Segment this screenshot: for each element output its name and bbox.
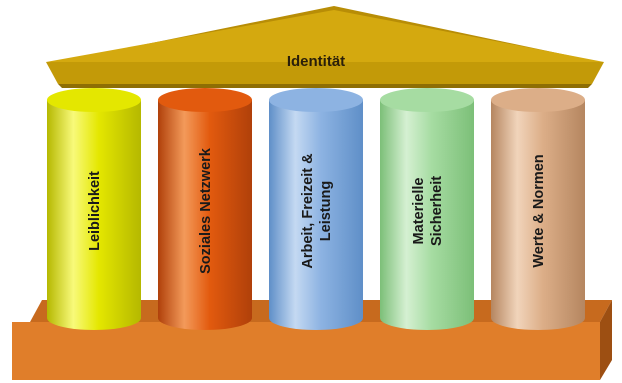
pillar-body bbox=[47, 100, 141, 330]
pillar-label: Arbeit, Freizeit &Leistung bbox=[300, 153, 334, 269]
pillar-body bbox=[158, 100, 252, 330]
roof: Identität bbox=[46, 6, 604, 88]
roof-label: Identität bbox=[287, 53, 345, 70]
pillar-top bbox=[47, 88, 141, 112]
foundation-front-face bbox=[12, 322, 600, 380]
pillar-5: Werte & Normen bbox=[491, 88, 585, 330]
foundation-side-face bbox=[600, 300, 612, 380]
pillar-label-line: Soziales Netzwerk bbox=[198, 147, 214, 274]
pillar-top bbox=[158, 88, 252, 112]
pillar-top bbox=[491, 88, 585, 112]
pillar-label-line: Leiblichkeit bbox=[87, 171, 103, 251]
pillar-label-line: Leistung bbox=[318, 181, 334, 241]
roof-beam-shadow bbox=[58, 84, 592, 88]
pillar-1: Leiblichkeit bbox=[47, 88, 141, 330]
roof-top-face bbox=[46, 10, 604, 62]
pillar-top bbox=[269, 88, 363, 112]
pillar-top bbox=[380, 88, 474, 112]
pillar-2: Soziales Netzwerk bbox=[158, 88, 252, 330]
pillar-label-line: Sicherheit bbox=[429, 176, 445, 246]
pillar-body bbox=[491, 100, 585, 330]
pillar-label-line: Materielle bbox=[411, 178, 427, 245]
pillar-body bbox=[380, 100, 474, 330]
pillar-3: Arbeit, Freizeit &Leistung bbox=[269, 88, 363, 330]
pillar-label-line: Arbeit, Freizeit & bbox=[300, 153, 316, 269]
pillar-label-line: Werte & Normen bbox=[531, 154, 547, 267]
pillar-label: Werte & Normen bbox=[531, 154, 547, 267]
roof-beam bbox=[46, 62, 604, 84]
pillar-label: Leiblichkeit bbox=[87, 171, 103, 251]
pillars-group: Leiblichkeit Soziales Netzwerk Arbeit, Fre… bbox=[47, 88, 585, 330]
pillar-label: Soziales Netzwerk bbox=[198, 147, 214, 274]
pillar-body bbox=[269, 100, 363, 330]
